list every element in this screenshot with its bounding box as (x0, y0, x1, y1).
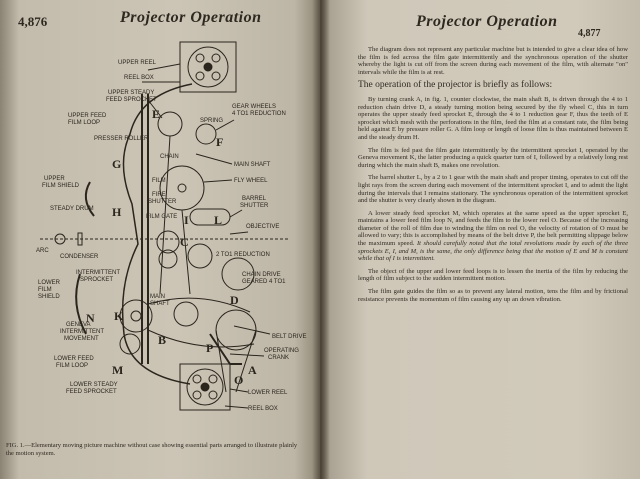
upper-reel-box (179, 41, 237, 93)
label-chain: CHAIN (160, 154, 179, 160)
letter-d: D (230, 293, 239, 307)
letter-e: E (152, 107, 160, 121)
upper-reel (187, 46, 229, 88)
label-film-lower: FILM (38, 287, 52, 293)
label-fly-wheel: FLY WHEEL (234, 178, 268, 184)
label-condenser: CONDENSER (60, 254, 99, 260)
letter-l: L (214, 213, 222, 227)
label-spring: SPRING (200, 118, 223, 124)
left-running-head: Projector Operation (120, 9, 262, 26)
label-steady-drum: STEADY DRUM (50, 206, 94, 212)
label-film-loop: FILM LOOP (68, 120, 100, 126)
paragraph-film-gate: The film is fed past the film gate inter… (358, 146, 628, 169)
left-page: 4,876 Projector Operation (0, 0, 320, 479)
sprocket-m (119, 333, 141, 355)
label-sprocket: SPROCKET (80, 277, 113, 283)
label-belt-drive: BELT DRIVE (272, 334, 306, 340)
label-upper-feed: UPPER FEED (68, 113, 107, 119)
intermittent-note: constant while that of I is intermittent… (358, 247, 628, 263)
right-running-head: Projector Operation (416, 13, 558, 30)
label-lower: LOWER (38, 280, 61, 286)
label-feed-sprocket: FEED SPROCKET (106, 97, 157, 103)
paragraph-barrel-shutter: The barrel shutter L, by a 2 to 1 gear w… (358, 174, 628, 205)
barrel-shutter (189, 208, 231, 226)
film-strip (121, 83, 193, 385)
label-geared-4to1: GEARED 4 TO1 (242, 279, 286, 285)
letter-a: A (248, 363, 257, 377)
label-barrel: BARREL (242, 196, 267, 202)
lower-reel (186, 368, 224, 406)
gear-f (195, 123, 217, 145)
label-chain-drive: CHAIN DRIVE (242, 272, 281, 278)
paragraph-crank: By turning crank A, in fig. 1, counter c… (358, 95, 628, 141)
label-reduction-2to1: 2 TO1 REDUCTION (216, 252, 270, 258)
label-intermittent-movement: INTERMITTENT (60, 329, 104, 335)
lower-reel-box (179, 363, 231, 411)
label-upper-steady: UPPER STEADY (108, 90, 154, 96)
letter-c: C (180, 235, 189, 249)
letter-f: F (216, 135, 223, 149)
label-shaft: SHAFT (150, 301, 170, 307)
left-page-number: 4,876 (18, 14, 48, 29)
right-page-number: 4,877 (578, 28, 601, 39)
label-film-loop-lower: FILM LOOP (56, 363, 88, 369)
letter-i: I (184, 213, 189, 227)
projector-diagram: UPPER REEL REEL BOX UPPER STEADY FEED SP… (36, 41, 306, 412)
letter-h: H (112, 205, 122, 219)
label-shutter: SHUTTER (148, 199, 177, 205)
letter-p: P (206, 341, 213, 355)
label-movement: MOVEMENT (64, 336, 99, 342)
label-operating: OPERATING (264, 348, 299, 354)
label-lower-steady: LOWER STEADY (70, 382, 118, 388)
label-shield: SHIELD (38, 294, 60, 300)
letter-o: O (234, 373, 243, 387)
letter-k: K (114, 309, 124, 323)
label-objective: OBJECTIVE (246, 224, 279, 230)
label-film-gate: FILM GATE (146, 214, 177, 220)
label-presser-roller: PRESSER ROLLER (94, 136, 149, 142)
geneva-movement (119, 299, 153, 333)
letter-b: B (158, 333, 166, 347)
paragraph-feed-loops: The object of the upper and lower feed l… (358, 267, 628, 283)
label-reduction-4to1: 4 TO1 REDUCTION (232, 111, 286, 117)
label-shutter-barrel: SHUTTER (240, 203, 269, 209)
letter-g: G (112, 157, 121, 171)
label-intermittent: INTERMITTENT (76, 270, 120, 276)
label-film-shield: FILM SHIELD (42, 183, 80, 189)
lower-sprocket-text: A lower steady feed sprocket M, which op… (358, 209, 628, 248)
label-reel-box-bottom: REEL BOX (248, 406, 278, 412)
label-arc: ARC (36, 248, 49, 254)
body-text: The diagram does not represent any parti… (358, 46, 628, 308)
label-crank: CRANK (268, 355, 289, 361)
paragraph-film-gate-guide: The film gate guides the film so as to p… (358, 288, 628, 303)
label-geneva: GENEVA (66, 322, 91, 328)
sprocket-i (158, 249, 178, 269)
label-feed-sprocket-lower: FEED SPROCKET (66, 389, 117, 395)
operating-crank (209, 333, 242, 365)
label-reel-box-top: REEL BOX (124, 75, 154, 81)
paragraph-lower-sprocket: A lower steady feed sprocket M, which op… (358, 210, 628, 263)
figure-caption: FIG. 1.—Elementary moving picture machin… (6, 442, 298, 457)
right-page: Projector Operation 4,877 The diagram do… (320, 0, 640, 479)
label-fire: FIRE (152, 192, 166, 198)
label-main-shaft: MAIN SHAFT (234, 162, 271, 168)
label-upper: UPPER (44, 176, 65, 182)
intro-paragraph: The diagram does not represent any parti… (358, 46, 628, 76)
letter-n: N (86, 311, 95, 325)
letter-m: M (112, 363, 123, 377)
label-lower-feed: LOWER FEED (54, 356, 94, 362)
label-upper-reel: UPPER REEL (118, 60, 157, 66)
section-heading: The operation of the projector is briefl… (358, 80, 553, 91)
sprocket-e (157, 111, 183, 137)
noted-text: It should carefully noted that the total… (358, 240, 628, 255)
label-film: FILM (152, 178, 166, 184)
book-gutter (312, 0, 330, 479)
label-gear-wheels: GEAR WHEELS (232, 104, 276, 110)
label-lower-reel: LOWER REEL (248, 390, 288, 396)
label-main: MAIN (150, 294, 165, 300)
